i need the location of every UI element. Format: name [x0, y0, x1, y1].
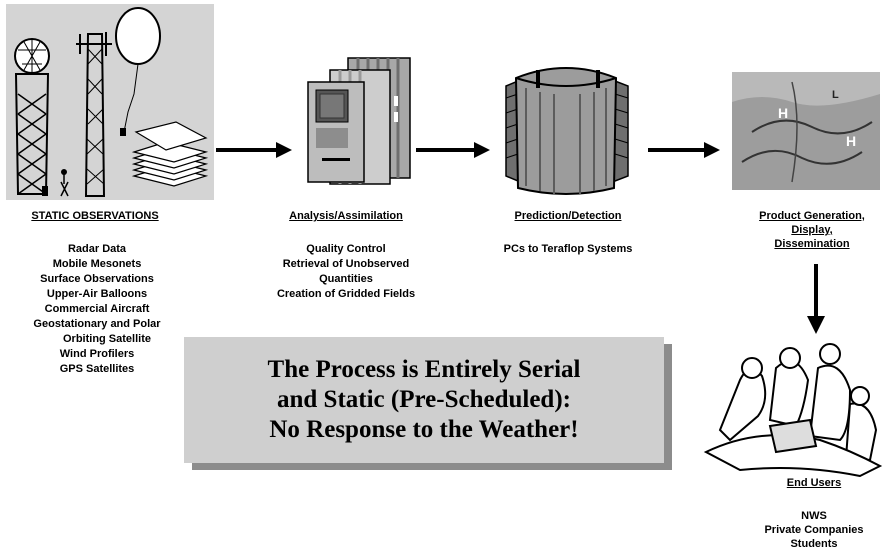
flow-arrow-product-to-users: [807, 264, 825, 334]
list-item: Geostationary and Polar: [33, 318, 161, 330]
list-item: Surface Observations: [40, 273, 154, 285]
stage-items-prediction-detection: PCs to Teraflop Systems: [476, 242, 660, 257]
map-low-pressure-label: L: [832, 89, 839, 101]
list-item: Retrieval of Unobserved: [282, 258, 410, 270]
map-high-pressure-label: H: [846, 133, 856, 149]
stage-items-analysis-assimilation: Quality Control Retrieval of Unobserved …: [252, 242, 440, 302]
stage-title-prediction-detection: Prediction/Detection: [514, 210, 622, 222]
list-item: Quantities: [319, 273, 373, 285]
list-item: Students: [790, 538, 838, 550]
map-high-pressure-label: H: [778, 105, 788, 121]
banner-line: No Response to the Weather!: [269, 416, 579, 443]
weather-map-icon: H H L: [732, 72, 880, 190]
weather-instruments-icon: [6, 4, 214, 200]
stage-title-static-observations: STATIC OBSERVATIONS: [31, 210, 159, 222]
stage-title-analysis-assimilation: Analysis/Assimilation: [289, 210, 403, 222]
stage-title-line: Dissemination: [774, 238, 850, 250]
list-item: GPS Satellites: [59, 363, 135, 375]
computer-tower-icon: [307, 57, 411, 185]
list-item: Radar Data: [67, 243, 127, 255]
flow-arrow-prediction-to-product: [648, 142, 720, 158]
list-item: PCs to Teraflop Systems: [503, 243, 633, 255]
list-item: Orbiting Satellite: [62, 333, 151, 345]
stage-title-line: Display,: [791, 224, 833, 236]
stage-title-line: Product Generation,: [759, 210, 865, 222]
flow-arrow-observations-to-analysis: [216, 142, 292, 158]
list-item: NWS: [801, 510, 827, 522]
list-item: Mobile Mesonets: [52, 258, 142, 270]
stage-items-static-observations: Radar Data Mobile Mesonets Surface Obser…: [8, 242, 186, 377]
stage-items-end-users: NWS Private Companies Students: [744, 509, 884, 551]
people-at-computer-icon: [703, 343, 883, 478]
list-item: Commercial Aircraft: [44, 303, 150, 315]
list-item: Wind Profilers: [59, 348, 135, 360]
list-item: Creation of Gridded Fields: [276, 288, 416, 300]
list-item: Private Companies: [764, 524, 864, 536]
list-item: Upper-Air Balloons: [46, 288, 148, 300]
flow-arrow-analysis-to-prediction: [416, 142, 490, 158]
banner-line: The Process is Entirely Serial: [267, 356, 581, 383]
conclusion-banner: The Process is Entirely Serial and Stati…: [184, 337, 664, 463]
stage-title-end-users: End Users: [786, 477, 842, 489]
stage-title-product-generation: Product Generation, Display, Disseminati…: [740, 209, 884, 251]
list-item: Quality Control: [306, 243, 386, 255]
supercomputer-icon: [505, 67, 629, 195]
banner-line: and Static (Pre-Scheduled):: [277, 386, 571, 413]
